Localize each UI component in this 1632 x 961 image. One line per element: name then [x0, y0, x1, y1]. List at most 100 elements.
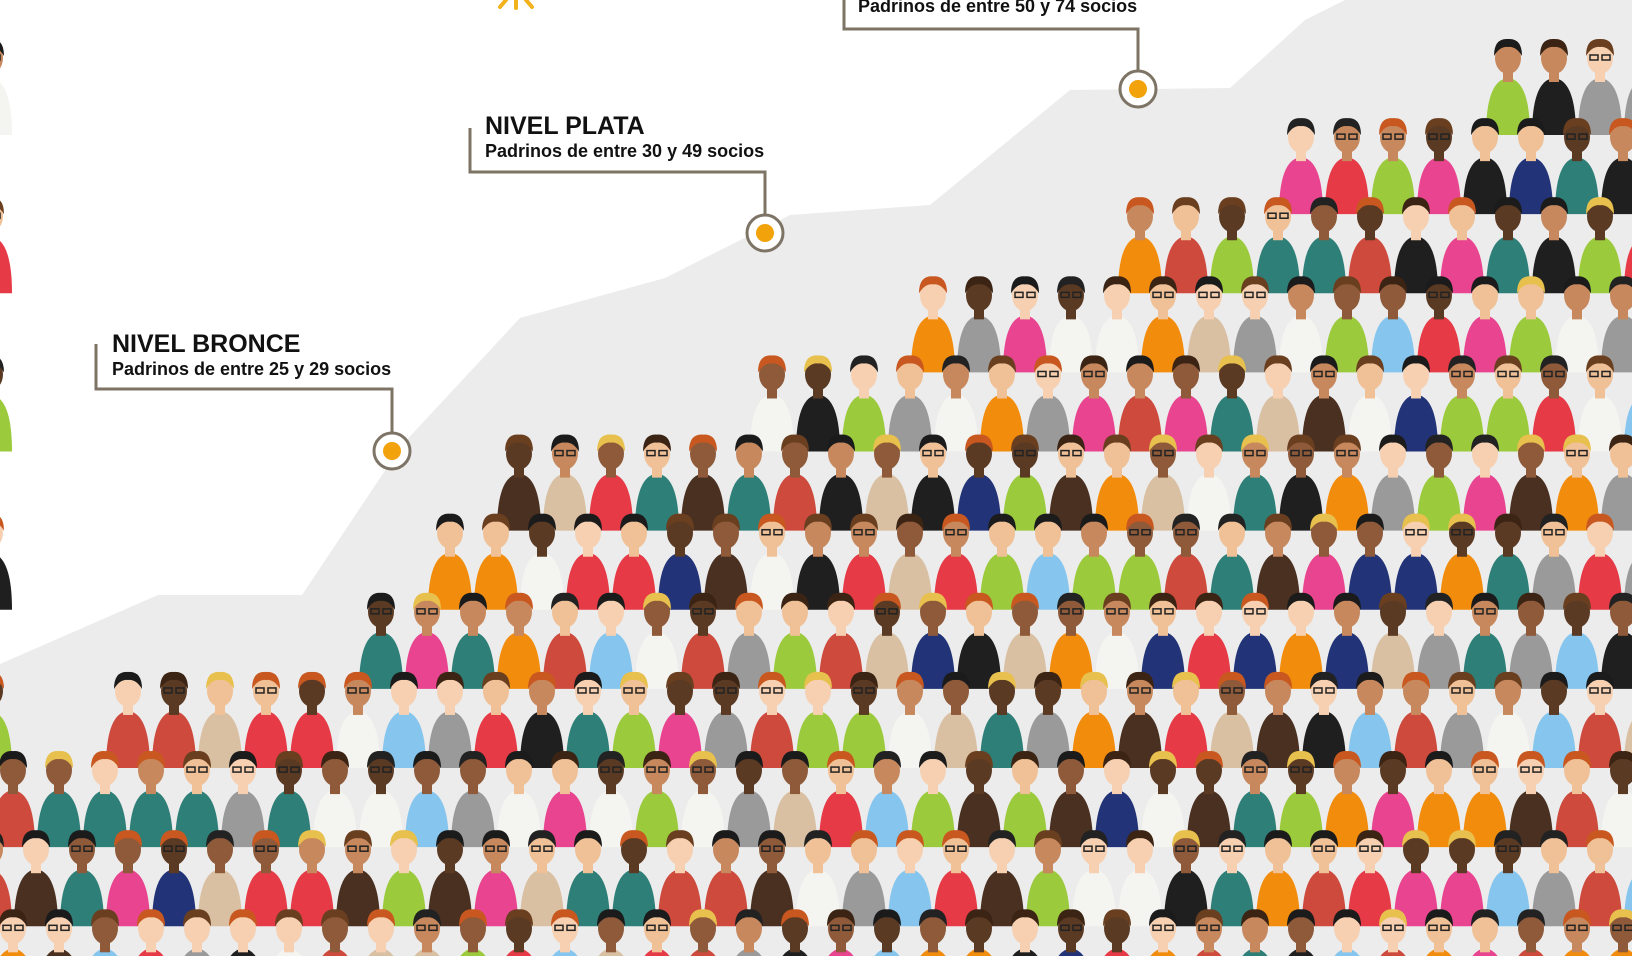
crowd-person	[106, 830, 150, 927]
crowd-person	[1486, 197, 1530, 294]
crowd-person	[1279, 751, 1323, 848]
crowd-person	[865, 434, 909, 531]
crowd-person	[1141, 592, 1185, 689]
crowd-person	[1026, 355, 1070, 452]
crowd-person	[405, 751, 449, 848]
crowd-person	[911, 592, 955, 689]
crowd-person	[1486, 671, 1530, 768]
crowd-person	[566, 513, 610, 610]
crowd-person	[451, 592, 495, 689]
crowd-person	[359, 751, 403, 848]
crowd-person	[1026, 671, 1070, 768]
crowd-person	[428, 830, 472, 927]
crowd-person	[405, 592, 449, 689]
crowd-person	[1440, 355, 1484, 452]
crowd-person	[0, 517, 12, 610]
crowd-person	[1463, 434, 1507, 531]
crowd-person	[566, 671, 610, 768]
crowd-person	[1095, 592, 1139, 689]
crowd-person	[267, 751, 311, 848]
crowd-person	[497, 434, 541, 531]
crowd-person	[589, 751, 633, 848]
crowd-person	[1509, 276, 1553, 373]
crowd-person	[1578, 513, 1622, 610]
crowd-person	[1371, 276, 1415, 373]
crowd-person	[1348, 830, 1392, 927]
crowd-person	[1302, 197, 1346, 294]
crowd-person	[911, 276, 955, 373]
crowd-person	[1279, 434, 1323, 531]
crowd-person	[474, 671, 518, 768]
level-label-bronce: NIVEL BRONCE Padrinos de entre 25 y 29 s…	[112, 330, 391, 380]
crowd-person	[1118, 513, 1162, 610]
crowd-person	[1256, 830, 1300, 927]
crowd-person	[658, 830, 702, 927]
crowd-person	[1118, 197, 1162, 294]
crowd-person	[1555, 276, 1599, 373]
crowd-person	[589, 434, 633, 531]
crowd-person	[1371, 751, 1415, 848]
crowd-person	[1026, 830, 1070, 927]
crowd-person	[1164, 830, 1208, 927]
crowd-person	[1101, 909, 1133, 961]
crowd-person	[1394, 830, 1438, 927]
crowd-person	[1256, 513, 1300, 610]
crowd-person	[1555, 434, 1599, 531]
crowd-person	[796, 513, 840, 610]
crowd-person	[842, 671, 886, 768]
crowd-person	[1187, 592, 1231, 689]
crowd-person	[1118, 830, 1162, 927]
crowd-person	[359, 592, 403, 689]
level-subtitle-oro: Padrinos de entre 50 y 74 socios	[858, 0, 1138, 16]
crowd-person	[1210, 197, 1254, 294]
crowd-person	[543, 592, 587, 689]
crowd-person	[635, 751, 679, 848]
crowd-person	[1561, 909, 1593, 961]
crowd-person	[1486, 830, 1530, 927]
crowd-person	[313, 751, 357, 848]
crowd-person	[1532, 671, 1576, 768]
crowd-person	[1233, 434, 1277, 531]
crowd-person	[1049, 434, 1093, 531]
crowd-person	[1463, 592, 1507, 689]
crowd-person	[1256, 197, 1300, 294]
crowd-person	[1233, 592, 1277, 689]
crowd-person	[543, 434, 587, 531]
crowd-person	[750, 513, 794, 610]
crowd-person	[1141, 434, 1185, 531]
crowd-person	[1532, 355, 1576, 452]
crowd-person	[911, 751, 955, 848]
crowd-person	[1532, 513, 1576, 610]
crowd-person	[1348, 355, 1392, 452]
crowd-person	[1348, 671, 1392, 768]
crowd-person	[704, 671, 748, 768]
crowd-person	[106, 671, 150, 768]
crowd-person	[842, 513, 886, 610]
crowd-person	[1072, 513, 1116, 610]
crowd-person	[1486, 355, 1530, 452]
connector-plata	[468, 128, 785, 253]
ray	[524, 0, 534, 9]
crowd-person	[704, 830, 748, 927]
crowd-person	[1256, 671, 1300, 768]
crowd-person	[1164, 513, 1208, 610]
crowd-person	[1003, 276, 1047, 373]
crowd-person	[1187, 276, 1231, 373]
crowd-person	[888, 830, 932, 927]
crowd-person	[1302, 355, 1346, 452]
crowd-person	[1440, 830, 1484, 927]
crowd-person	[1509, 434, 1553, 531]
crowd-person	[336, 830, 380, 927]
crowd-person	[382, 671, 426, 768]
crowd-person	[1578, 38, 1622, 135]
crowd-person	[842, 830, 886, 927]
crowd-person	[796, 671, 840, 768]
crowd-person	[1532, 38, 1576, 135]
crowd-person	[1026, 513, 1070, 610]
crowd-person	[1348, 513, 1392, 610]
crowd-person	[474, 830, 518, 927]
crowd-person	[1532, 197, 1576, 294]
crowd-person	[497, 751, 541, 848]
crowd-person	[704, 513, 748, 610]
